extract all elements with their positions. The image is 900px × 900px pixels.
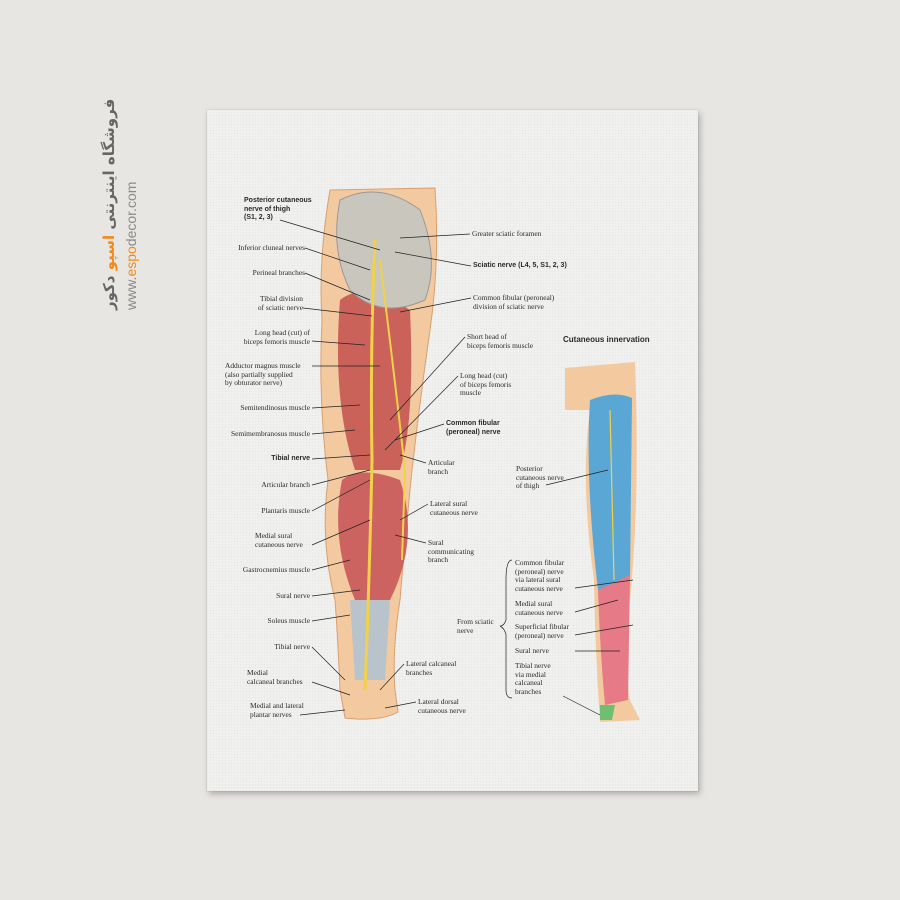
- label-semimembranosus: Semimembranosus muscle: [230, 429, 310, 438]
- label-tibial-nerve-lower: Tibial nerve: [274, 642, 310, 651]
- label-posterior-cutaneous-thigh: Posterior cutaneous nerve of thigh: [516, 464, 564, 491]
- label-sural-communicating: Sural communicating branch: [428, 538, 474, 565]
- label-lateral-calcaneal: Lateral calcaneal branches: [406, 659, 457, 677]
- label-tibial-division: Tibial division of sciatic nerve: [257, 294, 303, 312]
- label-articular-branch: Articular branch: [261, 480, 310, 489]
- label-lateral-dorsal: Lateral dorsal cutaneous nerve: [418, 697, 466, 715]
- label-lateral-sural: Lateral sural cutaneous nerve: [430, 499, 478, 517]
- label-inferior-cluneal: Inferior cluneal nerves: [238, 243, 305, 252]
- label-posterior-cutaneous-nerve: Posterior cutaneous nerve of thigh (S1, …: [244, 197, 312, 222]
- cutaneous-leg-illustration: [565, 362, 640, 722]
- label-short-head-biceps: Short head of biceps femoris muscle: [467, 332, 534, 350]
- label-adductor-magnus: Adductor magnus muscle (also partially s…: [225, 361, 301, 388]
- label-common-fibular-division: Common fibular (peroneal) division of sc…: [473, 293, 555, 311]
- label-medial-sural: Medial sural cutaneous nerve: [255, 531, 303, 549]
- label-cut-medial-sural: Medial sural cutaneous nerve: [515, 599, 563, 617]
- label-medial-calcaneal: Medial calcaneal branches: [247, 668, 303, 686]
- label-greater-sciatic-foramen: Greater sciatic foramen: [472, 229, 542, 238]
- label-sural-nerve: Sural nerve: [276, 591, 310, 600]
- label-semitendinosus: Semitendinosus muscle: [240, 403, 310, 412]
- leader-lines: [279, 219, 634, 716]
- label-tibial-nerve: Tibial nerve: [271, 455, 310, 462]
- label-cut-common-fibular: Common fibular (peroneal) nerve via late…: [515, 558, 565, 593]
- label-gastrocnemius: Gastrocnemius muscle: [242, 565, 310, 574]
- label-long-head-cut: Long head (cut) of biceps femoris muscle: [460, 371, 512, 398]
- cutaneous-title: Cutaneous innervation: [563, 335, 650, 344]
- main-leg-illustration: [320, 187, 438, 720]
- label-long-head-biceps: Long head (cut) of biceps femoris muscle: [243, 328, 310, 346]
- label-perineal-branches: Perineal branches: [252, 268, 305, 277]
- label-cut-superficial-fibular: Superficial fibular (peroneal) nerve: [515, 622, 569, 640]
- label-articular-branch-right: Articular branch: [428, 458, 455, 476]
- label-from-sciatic: From sciatic nerve: [457, 617, 494, 635]
- label-sciatic-nerve: Sciatic nerve (L4, 5, S1, 2, 3): [473, 262, 567, 269]
- label-plantar-nerves: Medial and lateral plantar nerves: [250, 701, 304, 719]
- label-cut-sural: Sural nerve: [515, 646, 549, 655]
- label-plantaris: Plantaris muscle: [261, 506, 310, 515]
- label-cut-tibial: Tibial nerve via medial calcaneal branch…: [515, 661, 551, 696]
- label-common-fibular-nerve: Common fibular (peroneal) nerve: [446, 420, 501, 436]
- label-soleus: Soleus muscle: [267, 616, 311, 625]
